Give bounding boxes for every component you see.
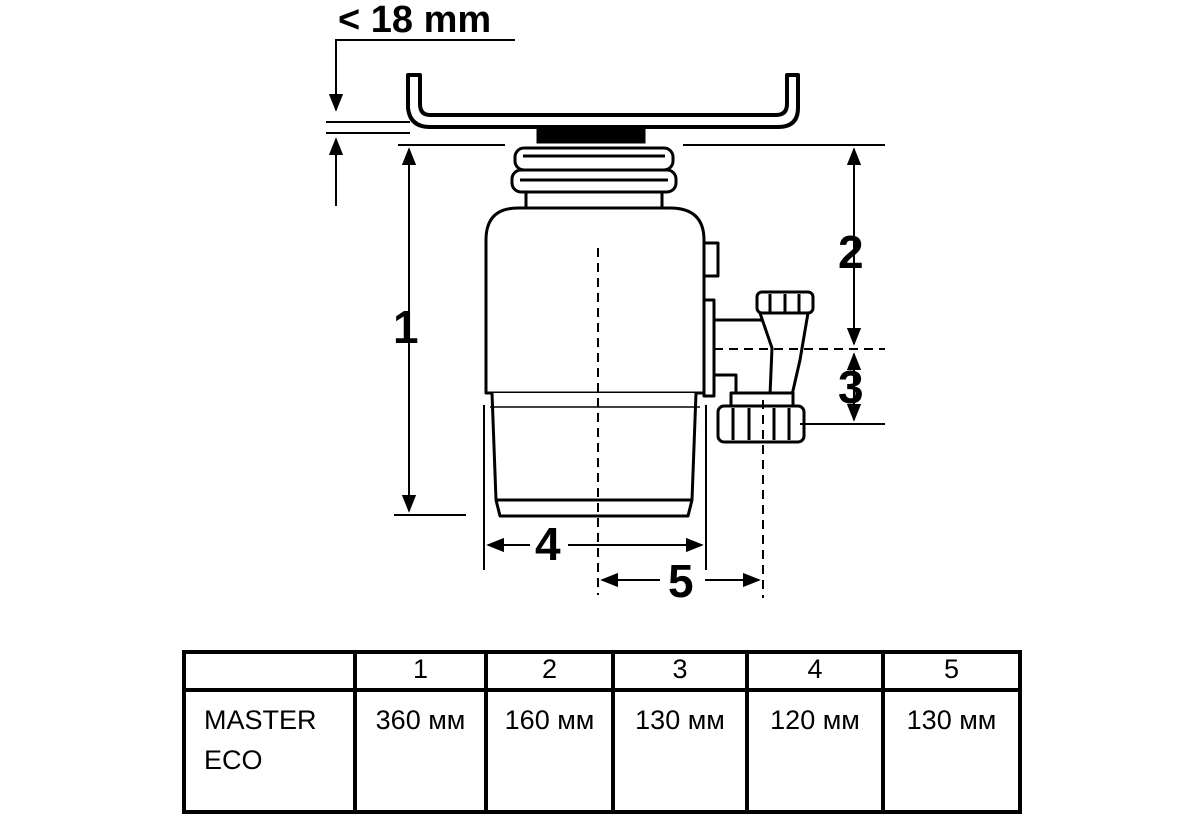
- dimension-4-label: 4: [535, 518, 561, 570]
- model-name-line: MASTER: [204, 705, 317, 735]
- table-cell: 160 мм: [484, 688, 615, 814]
- table-cell: 130 мм: [881, 688, 1022, 814]
- sink-gap-dimension: [326, 39, 515, 206]
- table-header-cell: 5: [881, 650, 1022, 692]
- dimension-4: [483, 405, 707, 570]
- sink-gap-label: < 18 mm: [338, 0, 491, 41]
- mounting-ring: [510, 128, 678, 210]
- table-cell: 120 мм: [745, 688, 885, 814]
- table-cell: 360 мм: [353, 688, 488, 814]
- table-header-cell: 3: [611, 650, 749, 692]
- model-name-cell: MASTER ECO: [182, 688, 357, 814]
- dimension-5-label: 5: [668, 555, 694, 607]
- dimensions-table: 1 2 3 4 5 MASTER ECO 360 мм 160 мм 130 м…: [182, 650, 1022, 814]
- dimension-2-3: [683, 144, 885, 425]
- model-name-line: ECO: [204, 745, 263, 775]
- disposer-body: [484, 206, 720, 518]
- sink-flange: [406, 73, 800, 129]
- table-cell: 130 мм: [611, 688, 749, 814]
- dimension-3-label: 3: [838, 361, 864, 413]
- dimension-2-label: 2: [838, 226, 864, 278]
- dimension-1-label: 1: [393, 301, 419, 353]
- table-row: MASTER ECO 360 мм 160 мм 130 мм 120 мм 1…: [182, 688, 1022, 814]
- table-header-cell: 2: [484, 650, 615, 692]
- table-header-cell: 1: [353, 650, 488, 692]
- table-header-cell: [182, 650, 357, 692]
- table-header-cell: 4: [745, 650, 885, 692]
- table-header-row: 1 2 3 4 5: [182, 650, 1022, 692]
- dimension-1: [394, 144, 505, 516]
